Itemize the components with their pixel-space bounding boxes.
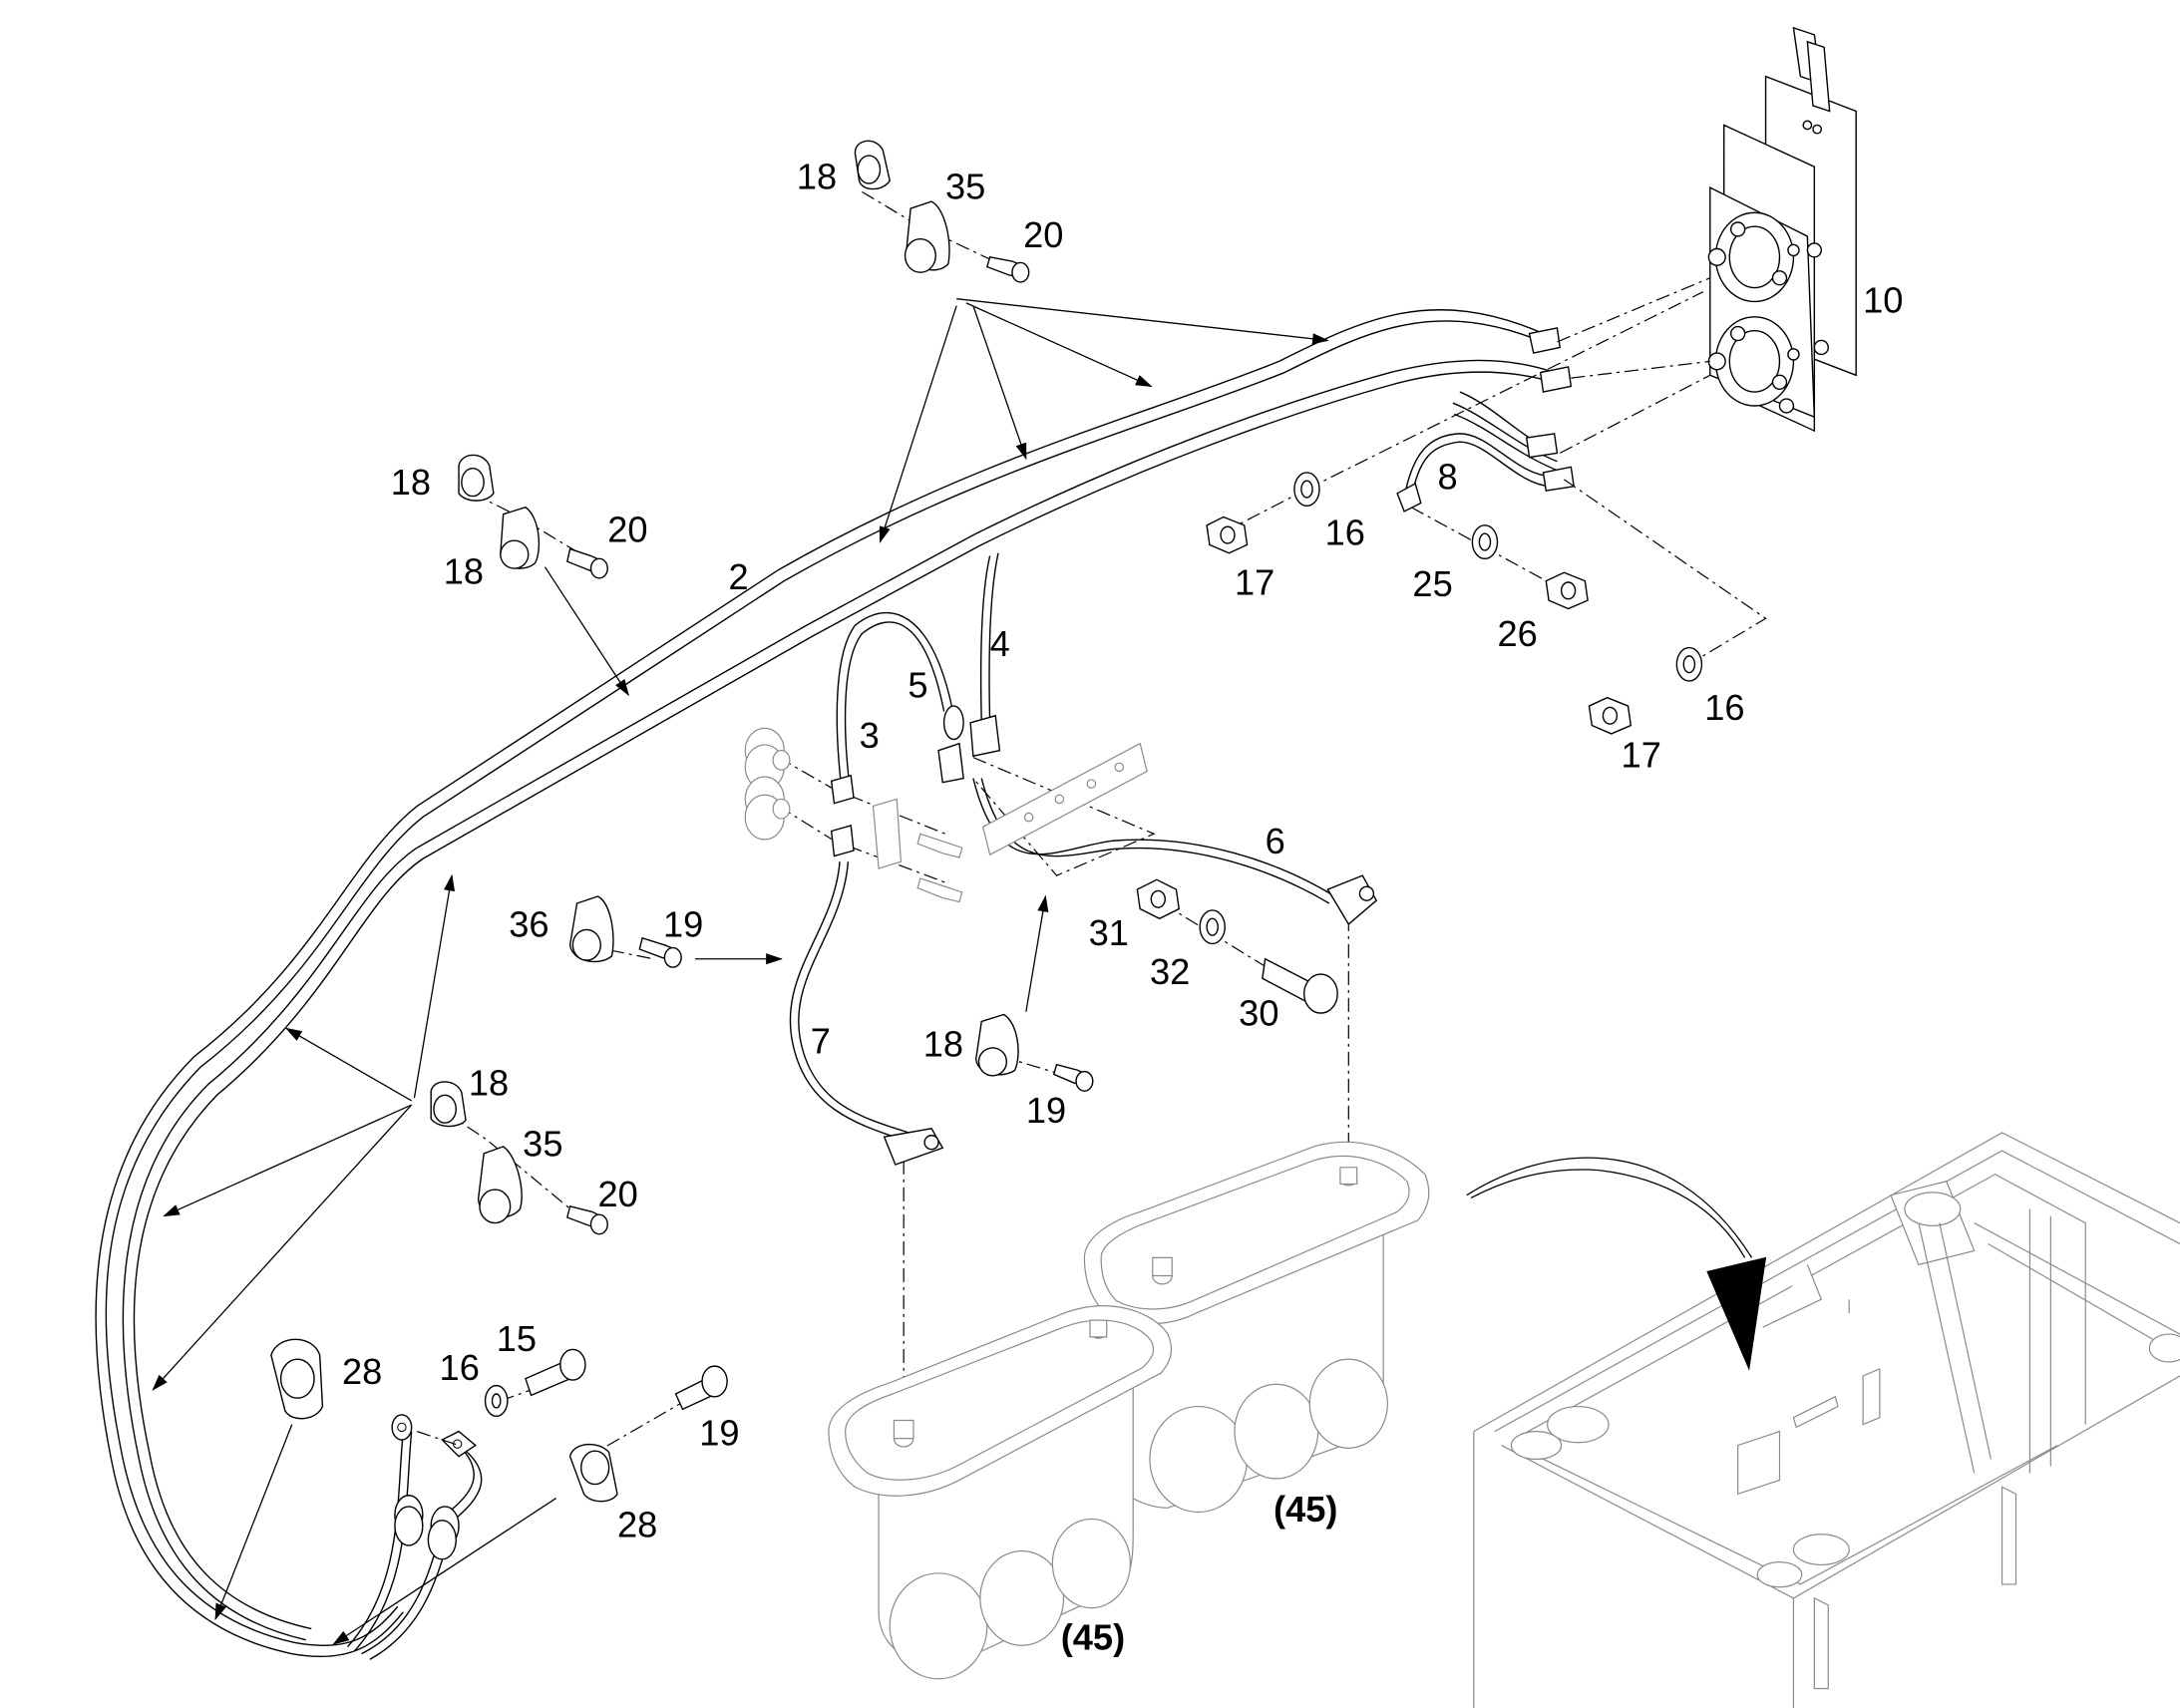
battery-qty-label: (45) (1273, 1489, 1337, 1530)
callout-25: 25 (1412, 563, 1452, 604)
battery-qty-label: (45) (1061, 1616, 1125, 1657)
callout-5: 5 (908, 665, 927, 706)
clamp-35-top (906, 201, 949, 272)
washer-16-top (1294, 473, 1319, 506)
main-battery-cable-bundle (96, 310, 1563, 1657)
leader-arrows (152, 299, 1329, 1645)
callout-8: 8 (1438, 457, 1458, 498)
clamp-18-top (855, 141, 890, 188)
nut-31 (1137, 879, 1179, 918)
ground-cable-loop (348, 1415, 482, 1659)
callout-19: 19 (1026, 1090, 1066, 1131)
battery-right (1084, 1142, 1428, 1512)
clamp-18-lower (431, 1082, 466, 1127)
callout-20: 20 (597, 1174, 637, 1214)
callout-3: 3 (860, 715, 880, 756)
callout-6: 6 (1266, 821, 1285, 861)
washer-16-right (1676, 648, 1701, 681)
callout-20: 20 (1023, 214, 1063, 255)
washer-25 (1472, 525, 1497, 558)
nut-17-right (1589, 698, 1631, 734)
callout-32: 32 (1150, 951, 1190, 992)
callout-20: 20 (607, 510, 647, 550)
insulators-left (745, 728, 961, 901)
contactor-panel-assembly (1708, 28, 1856, 431)
callout-18: 18 (391, 462, 431, 503)
cable-lugs-top (1527, 328, 1574, 491)
callout-4: 4 (990, 623, 1010, 664)
callout-18: 18 (444, 550, 484, 591)
locator-arrow (1467, 1158, 1766, 1369)
clamp-18-left-b (501, 508, 540, 568)
cable-8 (1404, 434, 1553, 501)
callout-18: 18 (797, 157, 837, 197)
callout-26: 26 (1497, 613, 1537, 654)
clamp-18-mid (976, 1014, 1018, 1075)
lug-8 (1397, 484, 1421, 512)
clamp-28-left (271, 1339, 323, 1418)
callout-2: 2 (729, 556, 749, 597)
terminal-bracket (983, 744, 1148, 855)
battery-left (829, 1306, 1172, 1679)
callout-18: 18 (469, 1062, 509, 1103)
callout-36: 36 (509, 903, 548, 944)
washer-16-bottom (486, 1386, 508, 1417)
bolt-15 (526, 1349, 585, 1395)
clamp-36 (570, 896, 613, 961)
callout-16: 16 (440, 1347, 480, 1388)
screw-20-lower (567, 1206, 607, 1234)
clamp-35-lower (479, 1147, 523, 1223)
clamp-18-left-a (459, 455, 494, 501)
callout-19: 19 (699, 1413, 739, 1454)
cable-5 (837, 613, 952, 786)
callout-31: 31 (1089, 912, 1129, 953)
chassis-locator-view (1474, 1133, 2180, 1708)
cable-7 (790, 861, 913, 1143)
callout-10: 10 (1863, 280, 1903, 321)
bolt-30 (1263, 959, 1337, 1013)
callout-16: 16 (1704, 687, 1744, 728)
callout-17: 17 (1622, 734, 1661, 775)
callout-labels: 18 35 20 10 18 20 18 2 8 16 17 25 26 16 … (342, 157, 1903, 1658)
screw-20-left (567, 549, 607, 578)
nut-26 (1546, 572, 1588, 608)
callout-7: 7 (811, 1021, 831, 1062)
callout-18: 18 (923, 1023, 963, 1064)
clamp-28-right (570, 1445, 617, 1502)
callout-30: 30 (1239, 993, 1278, 1034)
callout-15: 15 (497, 1318, 537, 1359)
bolt-19-bottom (676, 1366, 728, 1409)
nut-17-top (1207, 516, 1247, 552)
screw-20-top (987, 257, 1029, 282)
battery-terminal-7 (885, 1129, 943, 1165)
callout-19: 19 (663, 903, 703, 944)
screw-19-mid (639, 938, 681, 967)
callout-16: 16 (1325, 512, 1365, 552)
washer-32 (1200, 910, 1225, 943)
cable-4 (981, 553, 998, 723)
callout-28: 28 (342, 1351, 382, 1392)
battery-terminal-6 (1327, 875, 1376, 924)
screw-19-low (1054, 1065, 1093, 1091)
callout-35: 35 (945, 166, 985, 206)
terminal-lugs (832, 706, 1000, 856)
callout-35: 35 (523, 1124, 562, 1165)
callout-17: 17 (1235, 562, 1274, 603)
callout-28: 28 (617, 1505, 657, 1545)
